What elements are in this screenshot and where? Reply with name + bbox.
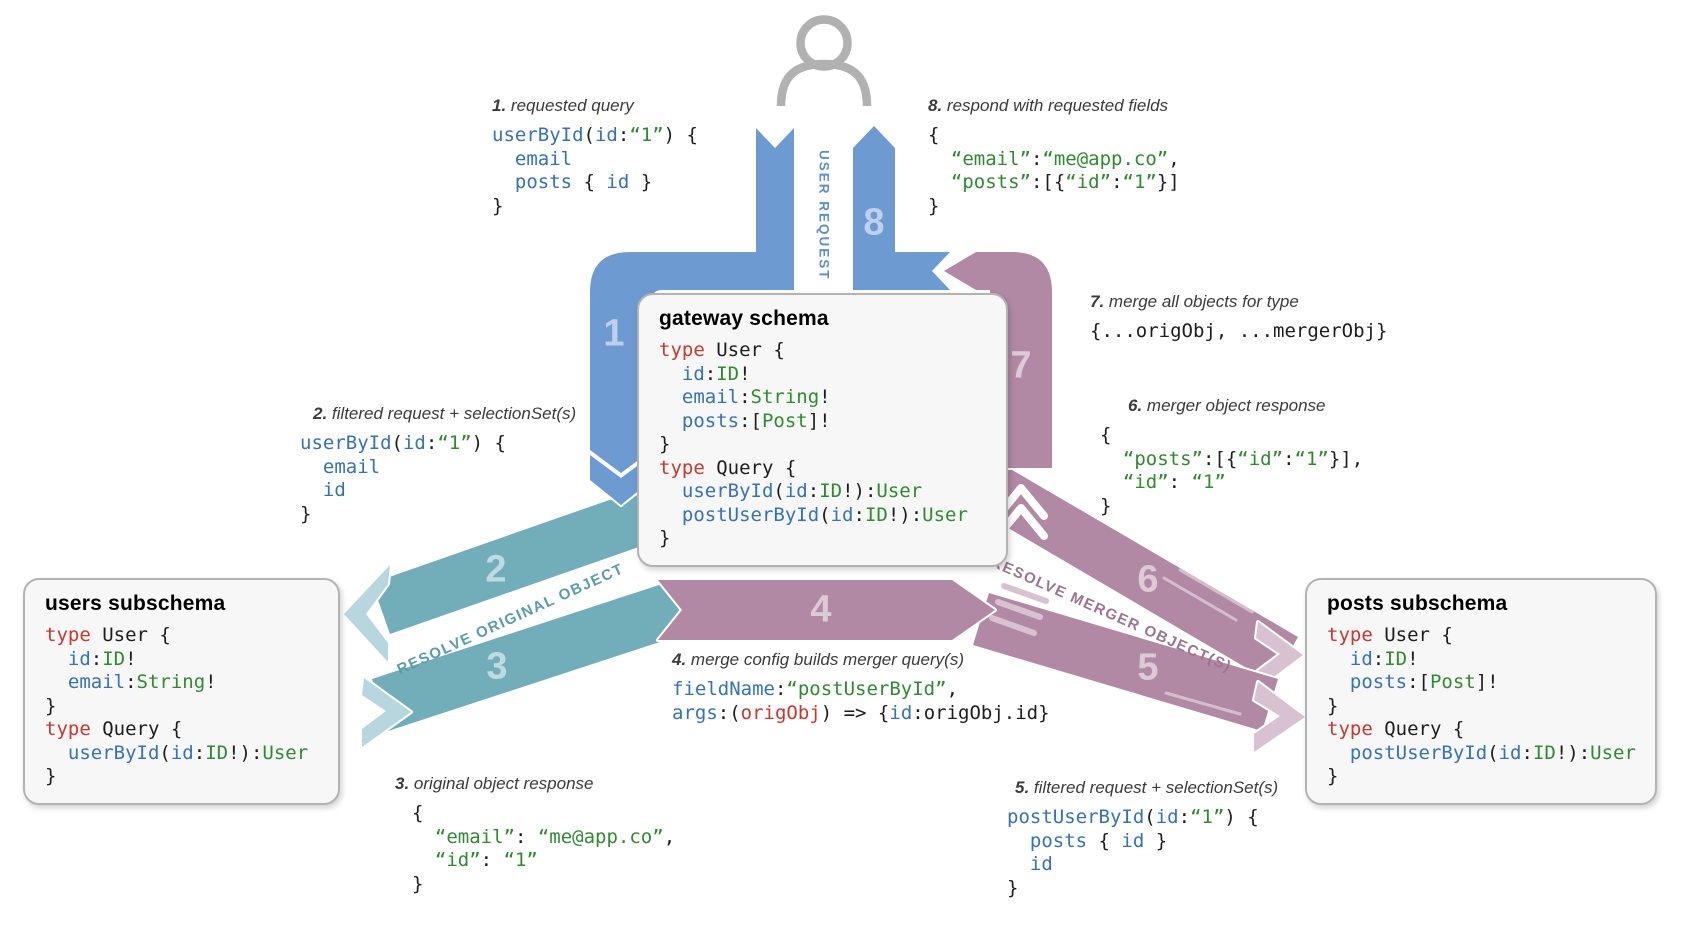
- annotation-1-code: userById(id:“1”) { email posts { id }}: [492, 124, 698, 217]
- step-6-badge: 6: [1137, 558, 1159, 601]
- step-4-badge: 4: [810, 588, 832, 631]
- users-subschema-title: users subschema: [45, 592, 226, 615]
- step-2-badge: 2: [485, 548, 507, 591]
- annotation-4-code: fieldName:“postUserById”,args:(origObj) …: [672, 678, 1050, 724]
- annotation-1-number: 1.: [492, 96, 507, 115]
- annotation-5: 5. filtered request + selectionSet(s) po…: [1007, 778, 1279, 900]
- user-response-up-ribbon: [851, 124, 952, 292]
- step2-arrowhead-icon: [342, 563, 392, 664]
- annotation-3-label: original object response: [413, 774, 594, 793]
- ribbon-hatch: [1178, 568, 1254, 614]
- users-subschema-panel: users subschema type User { id:ID! email…: [23, 578, 340, 805]
- gateway-schema-panel: gateway schema type User { id:ID! email:…: [637, 293, 1008, 567]
- user-icon: [769, 6, 879, 110]
- users-subschema-code: type User { id:ID! email:String!}type Qu…: [45, 624, 309, 787]
- annotation-2-code: userById(id:“1”) { email id}: [300, 432, 506, 525]
- annotation-5-code: postUserById(id:“1”) { posts { id } id}: [1007, 806, 1259, 899]
- step4-ribbon: [656, 578, 997, 642]
- step-1-badge: 1: [603, 312, 625, 355]
- ribbon-hatch: [1162, 576, 1238, 622]
- ribbon-stripe: [995, 599, 1043, 620]
- annotation-2-label: filtered request + selectionSet(s): [331, 404, 577, 423]
- annotation-5-label: filtered request + selectionSet(s): [1033, 778, 1279, 797]
- annotation-2-number: 2.: [313, 404, 328, 423]
- posts-subschema-panel: posts subschema type User { id:ID! posts…: [1305, 578, 1657, 805]
- annotation-4-number: 4.: [672, 650, 687, 669]
- annotation-6: 6. merger object response { “posts”:[{“i…: [1100, 396, 1363, 518]
- annotation-4: 4. merge config builds merger query(s) f…: [672, 650, 1050, 725]
- ribbon-hatch: [1164, 691, 1242, 716]
- annotation-3: 3. original object response { “email”: “…: [395, 774, 675, 896]
- annotation-8-label: respond with requested fields: [946, 96, 1169, 115]
- annotation-7: 7. merge all objects for type {...origOb…: [1090, 292, 1387, 344]
- annotation-8-code: { “email”:“me@app.co”, “posts”:[{“id”:“1…: [928, 124, 1180, 217]
- annotation-3-code: { “email”: “me@app.co”, “id”: “1”}: [412, 802, 676, 895]
- annotation-6-number: 6.: [1128, 396, 1143, 415]
- user-request-label: USER REQUEST: [816, 150, 832, 281]
- annotation-6-code: { “posts”:[{“id”:“1”}], “id”: “1”}: [1100, 424, 1364, 517]
- annotation-2: 2. filtered request + selectionSet(s) us…: [300, 404, 577, 526]
- annotation-3-number: 3.: [395, 774, 410, 793]
- step-3-badge: 3: [486, 645, 508, 688]
- annotation-4-label: merge config builds merger query(s): [690, 650, 964, 669]
- annotation-8: 8. respond with requested fields { “emai…: [928, 96, 1180, 218]
- step-5-badge: 5: [1137, 646, 1159, 689]
- annotation-1: 1. requested query userById(id:“1”) { em…: [492, 96, 698, 218]
- annotation-7-label: merge all objects for type: [1108, 292, 1299, 311]
- annotation-8-number: 8.: [928, 96, 943, 115]
- annotation-1-label: requested query: [510, 96, 634, 115]
- posts-subschema-title: posts subschema: [1327, 592, 1508, 615]
- annotation-5-number: 5.: [1015, 778, 1030, 797]
- ribbon-stripe: [1001, 583, 1049, 604]
- step-7-badge: 7: [1010, 344, 1032, 387]
- annotation-6-label: merger object response: [1146, 396, 1326, 415]
- posts-subschema-code: type User { id:ID! posts:[Post]!}type Qu…: [1327, 624, 1636, 787]
- ribbon-stripe: [989, 615, 1037, 636]
- gateway-schema-code: type User { id:ID! email:String! posts:[…: [659, 339, 968, 549]
- step3-tail-icon: [360, 676, 413, 749]
- gateway-schema-title: gateway schema: [659, 307, 829, 330]
- annotation-7-code: {...origObj, ...mergerObj}: [1090, 320, 1388, 342]
- annotation-7-number: 7.: [1090, 292, 1105, 311]
- step-8-badge: 8: [863, 201, 885, 244]
